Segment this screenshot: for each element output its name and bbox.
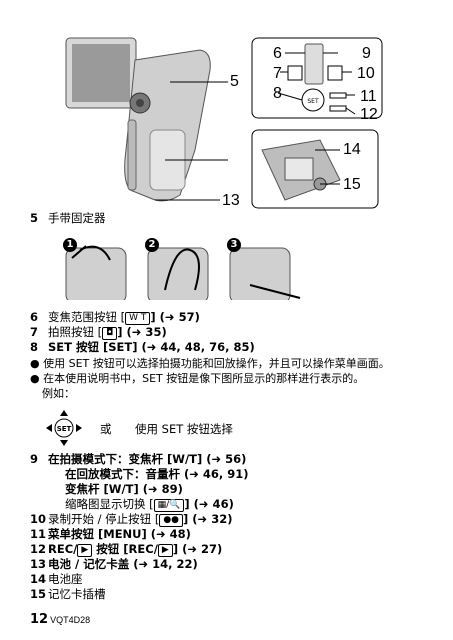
item-5-number: 5 xyxy=(30,211,39,225)
item-6: 6 变焦范围按钮 [W T] (➜ 57) xyxy=(30,310,200,325)
item-13-text: 电池 / 记忆卡盖 (➜ 14, 22) xyxy=(48,557,198,571)
item-10-ref: ] (➜ 32) xyxy=(183,512,233,526)
item-5: 5 手带固定器 xyxy=(30,211,106,226)
callout-8: 8 xyxy=(273,85,282,102)
callout-7: 7 xyxy=(273,65,282,82)
item-9b: 在回放模式下：音量杆 (➜ 46, 91) xyxy=(65,467,249,481)
strap-step-1 xyxy=(65,245,127,300)
callout-9: 9 xyxy=(362,45,371,62)
step-1-badge: 1 xyxy=(63,238,77,252)
bullet-1: ● 使用 SET 按钮可以选择拍摄功能和回放操作，并且可以操作菜单画面。 xyxy=(30,357,390,370)
callout-14: 14 xyxy=(343,141,361,158)
item-10-number: 10 xyxy=(30,512,47,526)
item-8: 8 SET 按钮 [SET] (➜ 44, 48, 76, 85) xyxy=(30,340,255,355)
page-number: 12 xyxy=(30,612,49,627)
callout-5: 5 xyxy=(230,73,239,90)
callout-15: 15 xyxy=(343,176,361,193)
step-3-badge: 3 xyxy=(227,238,241,252)
item-15-number: 15 xyxy=(30,587,47,601)
camera-figure: SET xyxy=(65,37,383,300)
item-6-ref: ] (➜ 57) xyxy=(150,310,200,324)
item-12-number: 12 xyxy=(30,542,47,556)
camera-illustration xyxy=(65,37,211,202)
item-12-mid: 按钮 [REC/ xyxy=(92,542,158,556)
item-8-number: 8 xyxy=(30,340,39,354)
item-14-number: 14 xyxy=(30,572,47,586)
item-10-text: 录制开始 / 停止按钮 [ xyxy=(48,512,160,526)
strap-step-2 xyxy=(147,247,209,300)
callout-11: 11 xyxy=(360,88,377,105)
item-6-number: 6 xyxy=(30,310,39,324)
item-5-text: 手带固定器 xyxy=(48,211,106,225)
record-icon: ●● xyxy=(159,514,184,527)
play-icon: ▶ xyxy=(77,544,93,557)
callout-12: 12 xyxy=(360,106,378,123)
example-text: 使用 SET 按钮选择 xyxy=(135,422,233,436)
item-9d: 缩略图显示切换 [▦/🔍] (➜ 46) xyxy=(65,497,234,512)
zoom-range-icon: W T xyxy=(125,312,151,325)
item-9d-ref: ] (➜ 46) xyxy=(184,497,234,511)
callout-13: 13 xyxy=(222,192,240,209)
item-13-number: 13 xyxy=(30,557,47,571)
document-code: VQT4D28 xyxy=(50,615,91,625)
item-15-text: 记忆卡插槽 xyxy=(48,587,106,601)
callout-6: 6 xyxy=(273,45,282,62)
item-9a: 9 在拍摄模式下：变焦杆 [W/T] (➜ 56) xyxy=(30,452,246,467)
camera-icon: ◘ xyxy=(102,327,118,340)
item-7-number: 7 xyxy=(30,325,39,339)
item-7-ref: ] (➜ 35) xyxy=(117,325,167,339)
bullet-2-example: 例如： xyxy=(42,387,75,400)
item-11-number: 11 xyxy=(30,527,47,541)
callout-10: 10 xyxy=(357,65,375,82)
item-9d-text: 缩略图显示切换 [ xyxy=(65,497,154,511)
svg-text:SET: SET xyxy=(57,425,72,433)
item-8-text: SET 按钮 [SET] (➜ 44, 48, 76, 85) xyxy=(48,340,255,354)
item-9c: 变焦杆 [W/T] (➜ 89) xyxy=(65,482,183,496)
bullet-2: ● 在本使用说明书中，SET 按钮是像下图所显示的那样进行表示的。 xyxy=(30,372,365,385)
item-12-ref: ] (➜ 27) xyxy=(172,542,223,556)
strap-step-3 xyxy=(229,247,301,300)
item-7-text: 拍照按钮 [ xyxy=(48,325,103,339)
item-7: 7 拍照按钮 [◘] (➜ 35) xyxy=(30,325,167,340)
item-11-text: 菜单按钮 [MENU] (➜ 48) xyxy=(48,527,191,541)
item-14-text: 电池座 xyxy=(48,572,83,586)
svg-text:SET: SET xyxy=(307,98,319,105)
example-or: 或 xyxy=(100,422,112,436)
play-icon-2: ▶ xyxy=(157,544,173,557)
item-6-text: 变焦范围按钮 [ xyxy=(48,310,126,324)
step-2-badge: 2 xyxy=(145,238,159,252)
item-9-number: 9 xyxy=(30,452,39,466)
item-9a-text: 在拍摄模式下：变焦杆 [W/T] (➜ 56) xyxy=(48,452,247,466)
thumbnail-zoom-icon: ▦/🔍 xyxy=(153,499,185,512)
set-example-icon: SET xyxy=(46,410,82,446)
item-12-text: REC/ xyxy=(48,542,78,556)
